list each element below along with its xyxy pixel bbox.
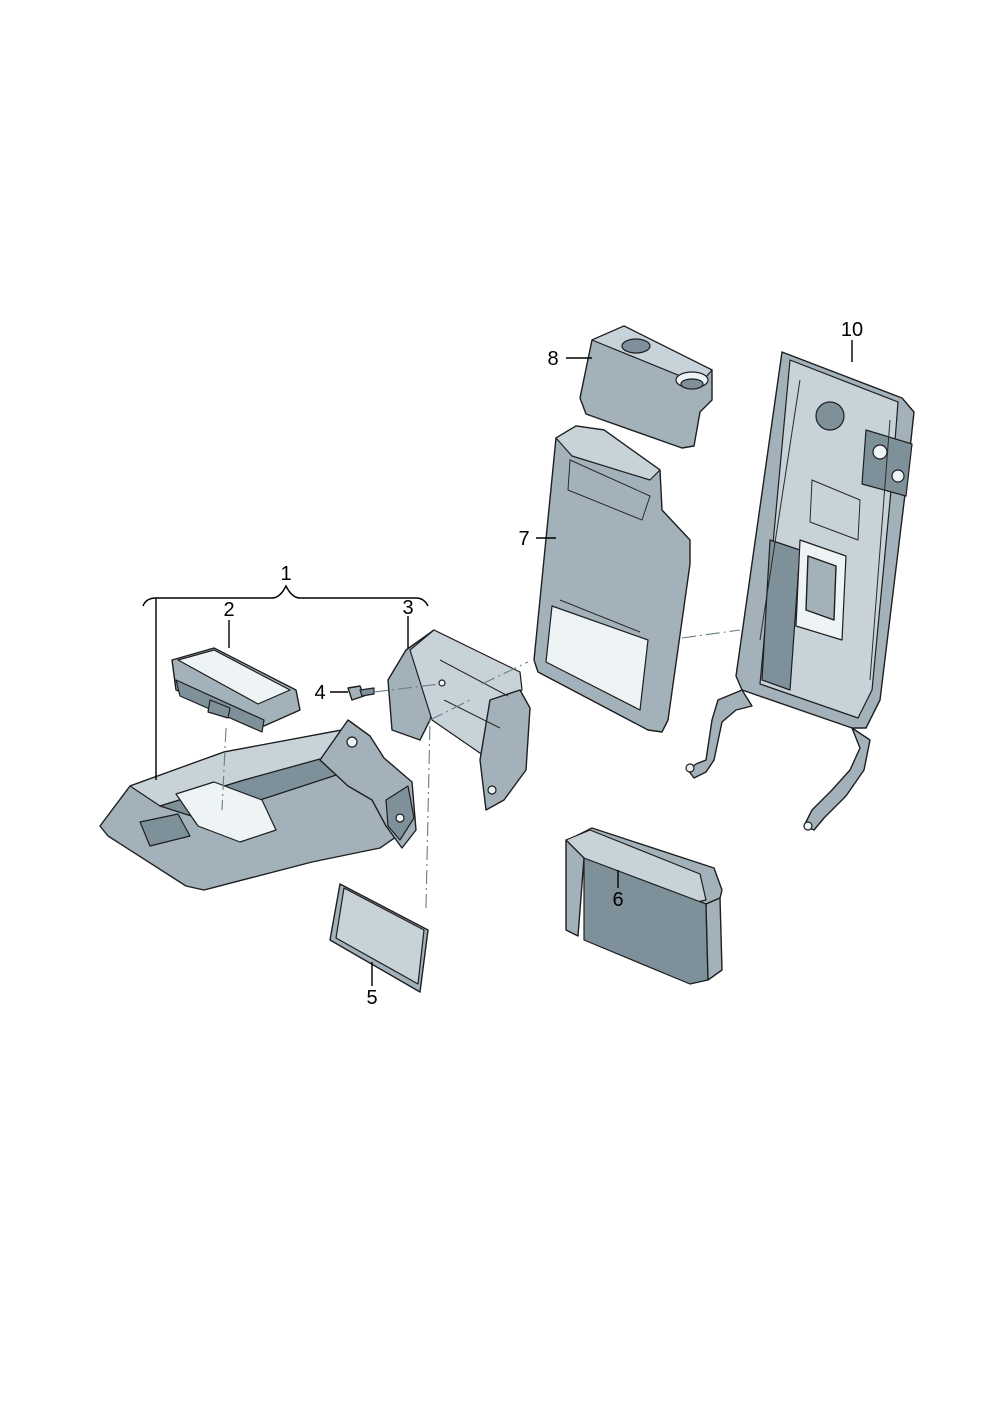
armrest-base <box>99 719 417 891</box>
callout-4: 4 <box>314 682 325 704</box>
assembly-lines <box>221 629 741 909</box>
armrest-top-cover <box>579 325 713 449</box>
armrest-frame <box>533 425 691 733</box>
screw <box>347 685 375 701</box>
leader-lines <box>142 340 853 986</box>
callout-7: 7 <box>518 528 529 550</box>
callout-labels: 1 2 3 4 5 6 7 8 10 <box>223 319 863 1009</box>
storage-tray-insert <box>171 647 301 733</box>
callout-10: 10 <box>841 319 863 341</box>
callout-5: 5 <box>366 987 377 1009</box>
armrest-cushion <box>565 827 723 985</box>
callout-2: 2 <box>223 599 234 621</box>
callout-3: 3 <box>402 597 413 619</box>
cover-plate <box>329 883 429 993</box>
armrest-bracket <box>387 629 531 811</box>
callout-1: 1 <box>280 563 291 585</box>
backrest-frame <box>685 351 915 831</box>
callout-6: 6 <box>612 889 623 911</box>
callout-8: 8 <box>547 348 558 370</box>
